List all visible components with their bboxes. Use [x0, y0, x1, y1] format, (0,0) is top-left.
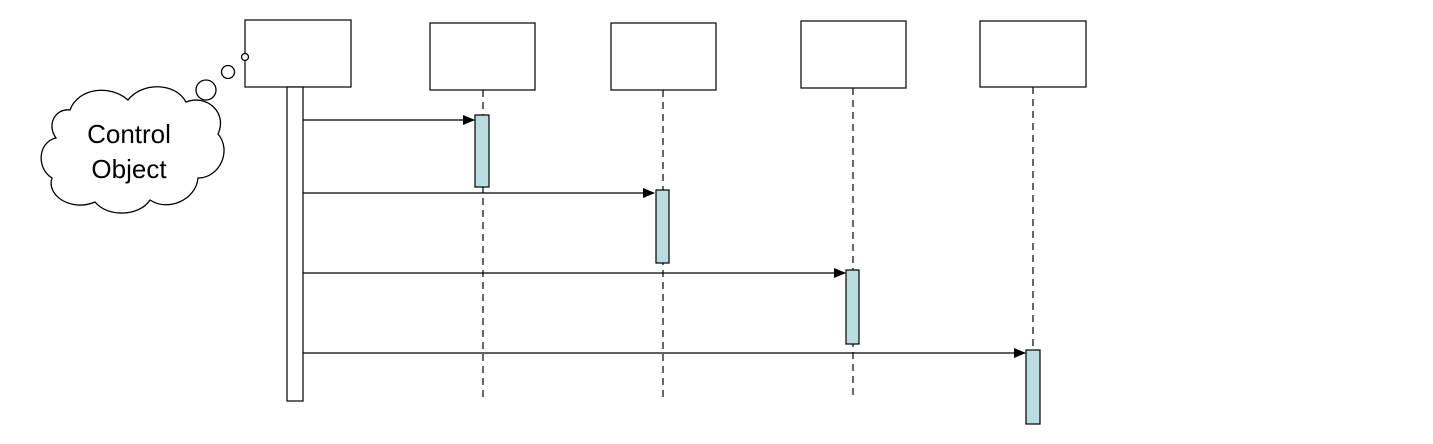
lifeline-3: [610, 22, 717, 400]
lifeline-2-header-box: [429, 22, 536, 91]
lifeline-5-activation-bar: [1025, 349, 1041, 425]
cloud-text-line-2: Object: [91, 154, 167, 184]
thought-bubble-medium: [220, 64, 236, 80]
messages: [303, 115, 1026, 358]
cloud-text-line-1: Control: [87, 119, 171, 149]
lifeline-4-header-box: [800, 20, 907, 89]
lifeline-2-activation-bar: [474, 114, 490, 188]
lifeline-4-activation-bar: [845, 269, 860, 345]
lifeline-3-header-box: [610, 22, 717, 91]
lifeline-5: [979, 20, 1087, 425]
thought-bubble-small: [240, 52, 250, 62]
lifeline-1-activation-bar: [286, 86, 304, 402]
thought-cloud-shape: [40, 86, 225, 214]
lifeline-4: [800, 20, 907, 400]
lifeline-2: [429, 22, 536, 400]
thought-bubble-large: [195, 79, 217, 101]
lifeline-1-header-box: [244, 19, 352, 88]
lifeline-3-activation-bar: [655, 189, 670, 264]
thought-cloud: Control Object: [40, 52, 250, 214]
lifeline-1: [244, 19, 352, 402]
lifeline-5-header-box: [979, 20, 1087, 88]
